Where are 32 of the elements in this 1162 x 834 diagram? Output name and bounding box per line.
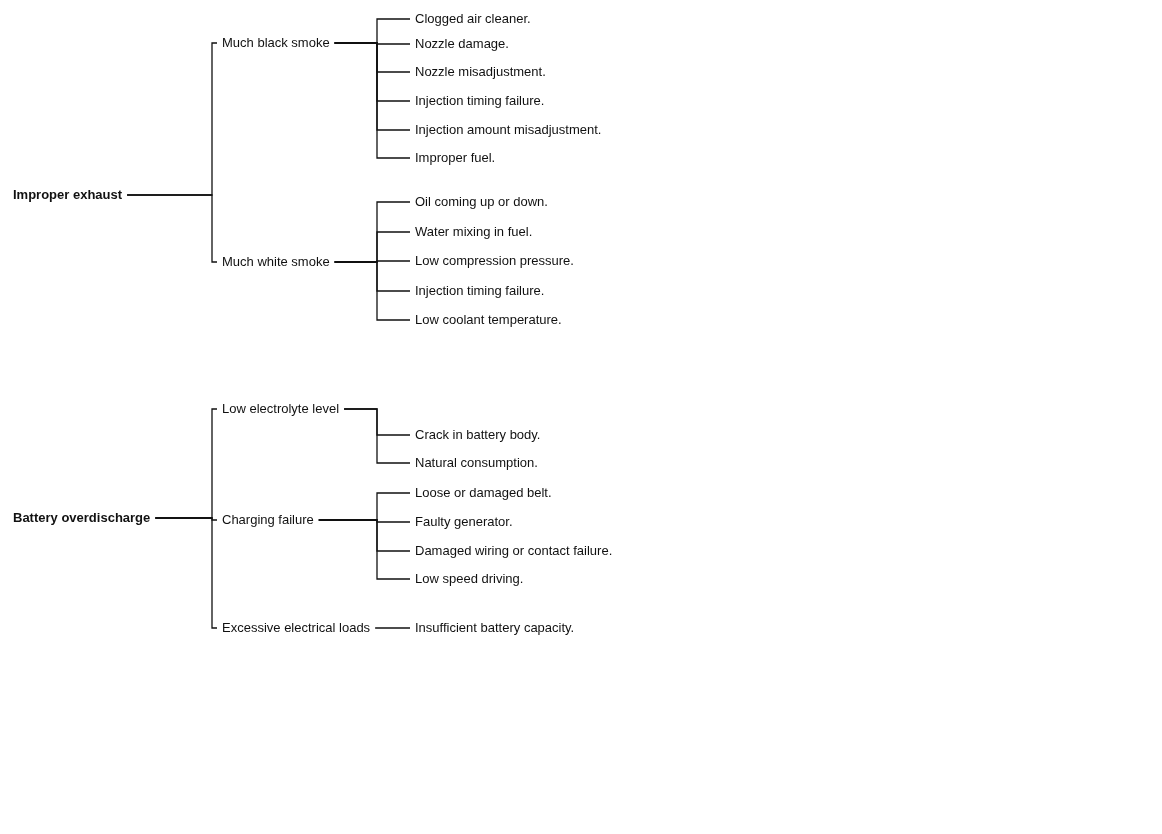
cause-label: Damaged wiring or contact failure. [410, 543, 618, 559]
cause-label: Injection amount misadjustment. [410, 122, 607, 138]
cause-label: Crack in battery body. [410, 427, 546, 443]
connector-line [334, 261, 411, 321]
cause-label: Much white smoke [217, 254, 335, 270]
cause-label: Water mixing in fuel. [410, 224, 538, 240]
connector-line [154, 517, 218, 629]
cause-label: Low electrolyte level [217, 401, 345, 417]
cause-label: Excessive electrical loads [217, 620, 376, 636]
cause-label: Clogged air cleaner. [410, 11, 536, 27]
cause-label: Faulty generator. [410, 514, 518, 530]
cause-label: Oil coming up or down. [410, 194, 553, 210]
cause-label: Low compression pressure. [410, 253, 579, 269]
cause-label: Insufficient battery capacity. [410, 620, 580, 636]
cause-label: Low speed driving. [410, 571, 529, 587]
cause-label: Improper fuel. [410, 150, 501, 166]
cause-label: Loose or damaged belt. [410, 485, 557, 501]
cause-label: Natural consumption. [410, 455, 543, 471]
cause-label: Nozzle damage. [410, 36, 514, 52]
cause-label: Injection timing failure. [410, 283, 550, 299]
connector-line [374, 627, 411, 629]
problem-label: Improper exhaust [8, 187, 128, 203]
cause-label: Low coolant temperature. [410, 312, 567, 328]
cause-label: Much black smoke [217, 35, 335, 51]
cause-label: Charging failure [217, 512, 319, 528]
connector-line [334, 42, 411, 159]
connector-line [126, 194, 218, 263]
cause-label: Injection timing failure. [410, 93, 550, 109]
cause-label: Nozzle misadjustment. [410, 64, 551, 80]
connector-line [318, 519, 411, 580]
connector-line [343, 408, 411, 464]
problem-label: Battery overdischarge [8, 510, 156, 526]
